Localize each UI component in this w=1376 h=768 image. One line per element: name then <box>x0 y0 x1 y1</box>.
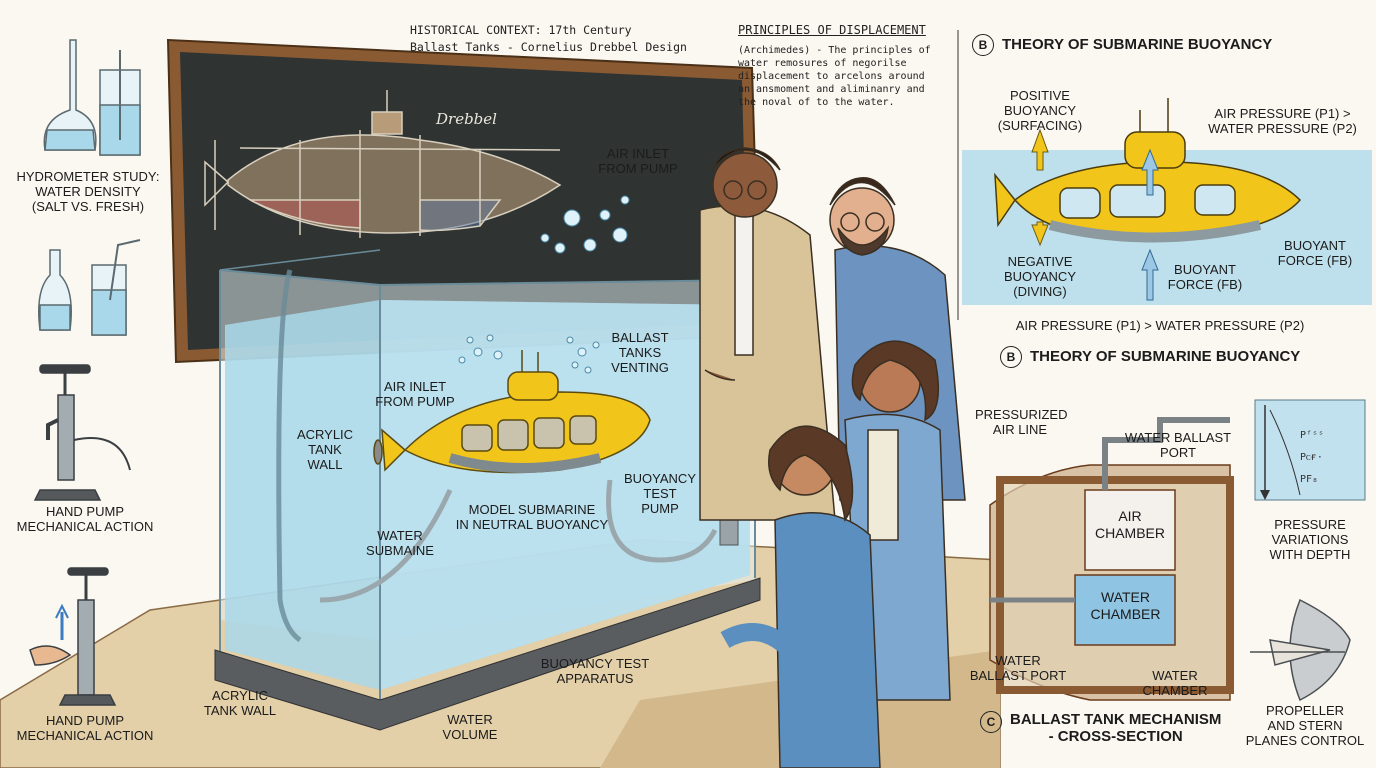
water-chamber-inside-label: WATER CHAMBER <box>1090 589 1161 622</box>
model-submarine <box>373 350 651 474</box>
historical-context-line1: HISTORICAL CONTEXT: 17th Century <box>410 23 632 37</box>
ballast-venting-label: BALLAST TANKS VENTING <box>611 330 669 375</box>
theory-marker: B <box>972 34 994 56</box>
hydrometer-label: HYDROMETER STUDY: WATER DENSITY (Salt vs… <box>16 169 160 214</box>
theory-marker-repeat: B <box>1000 346 1022 368</box>
air-inlet-top-label: AIR INLET FROM PUMP <box>598 146 678 176</box>
theory-heading-repeat: B THEORY OF SUBMARINE BUOYANCY <box>1000 346 1300 368</box>
propeller-label: PROPELLER AND STERN PLANES CONTROL <box>1245 703 1365 748</box>
drebbel-sketch <box>204 90 562 238</box>
pressurized-line-label: PRESSURIZED AIR LINE <box>975 407 1068 437</box>
apparatus-label: BUOYANCY TEST APPARATUS <box>540 656 650 686</box>
ballast-cross-section <box>989 417 1234 701</box>
bubbles <box>458 195 630 374</box>
principles-body: (Archimedes) - The principles of water r… <box>738 45 931 108</box>
principles-title: PRINCIPLES OF DISPLACEMENT <box>738 23 926 37</box>
pressure-mark-1: Pᶠˢˢ <box>1300 430 1325 441</box>
hand-pump-label-1: HAND PUMP MECHANICAL ACTION <box>16 504 154 534</box>
pressure-mark-2: Pᴄғ· <box>1300 452 1323 463</box>
model-submarine-label: MODEL SUBMARINE IN NEUTRAL BUOYANCY <box>455 502 609 532</box>
propeller-sketch <box>1250 598 1351 702</box>
pressure-depth-panel <box>1254 399 1366 501</box>
hand-pump-label-2: HAND PUMP MECHANICAL ACTION <box>16 713 154 743</box>
water-port-top-label: WATER BALLAST PORT <box>1124 430 1232 460</box>
water-chamber-bottom-label: WATER CHAMBER <box>1142 668 1208 698</box>
theory-heading: B THEORY OF SUBMARINE BUOYANCY <box>972 34 1272 56</box>
hand-pump-2 <box>29 567 117 706</box>
tank-base <box>214 577 761 731</box>
air-pressure-label: AIR PRESSURE (P1) > WATER PRESSURE (P2) <box>1208 106 1357 136</box>
theory-title-repeat: THEORY OF SUBMARINE BUOYANCY <box>1030 348 1301 365</box>
pressure-comparison-line: AIR PRESSURE (P1) > WATER PRESSURE (P2) <box>1015 318 1305 333</box>
water-volume-label: WATER VOLUME <box>442 712 498 742</box>
ballast-marker: C <box>980 711 1002 733</box>
theory-submarine <box>962 98 1372 305</box>
theory-arrows <box>1031 128 1159 301</box>
air-chamber-label: AIR CHAMBER <box>1094 508 1165 541</box>
air-inlet-inside-label: AIR INLET FROM PUMP <box>375 379 455 409</box>
girl-left <box>720 425 881 768</box>
positive-buoyancy-label: POSITIVE BUOYANCY (Surfacing) <box>997 88 1083 133</box>
buoyant-force-center-label: BUOYANT FORCE (FB) <box>1167 262 1243 292</box>
water-submaine-label: WATER SUBMAINE <box>366 528 434 558</box>
hand-pump-1 <box>33 364 131 501</box>
acrylic-wall-inside-label: ACRYLIC TANK WALL <box>296 427 354 472</box>
chalkboard-caption: Drebbel <box>436 110 497 128</box>
water-port-bottom-label: WATER BALLAST PORT <box>969 653 1067 683</box>
buoyancy-pump-label: BUOYANCY TEST PUMP <box>624 471 696 516</box>
theory-title: THEORY OF SUBMARINE BUOYANCY <box>1002 36 1273 53</box>
pressure-variations-label: PRESSURE VARIATIONS WITH DEPTH <box>1269 517 1351 562</box>
pressure-mark-3: PF₈ <box>1300 474 1319 485</box>
historical-context-line2: Ballast Tanks - Cornelius Drebbel Design <box>410 40 687 54</box>
hydrometer-flasks <box>38 39 141 336</box>
negative-buoyancy-label: NEGATIVE BUOYANCY (Diving) <box>1004 254 1076 299</box>
ballast-heading: C BALLAST TANK MECHANISM - CROSS-SECTION <box>980 711 1221 745</box>
acrylic-wall-bottom-label: ACRYLIC TANK WALL <box>203 688 277 718</box>
ballast-title: BALLAST TANK MECHANISM - CROSS-SECTION <box>1010 711 1222 745</box>
buoyant-force-right-label: BUOYANT FORCE (FB) <box>1277 238 1353 268</box>
